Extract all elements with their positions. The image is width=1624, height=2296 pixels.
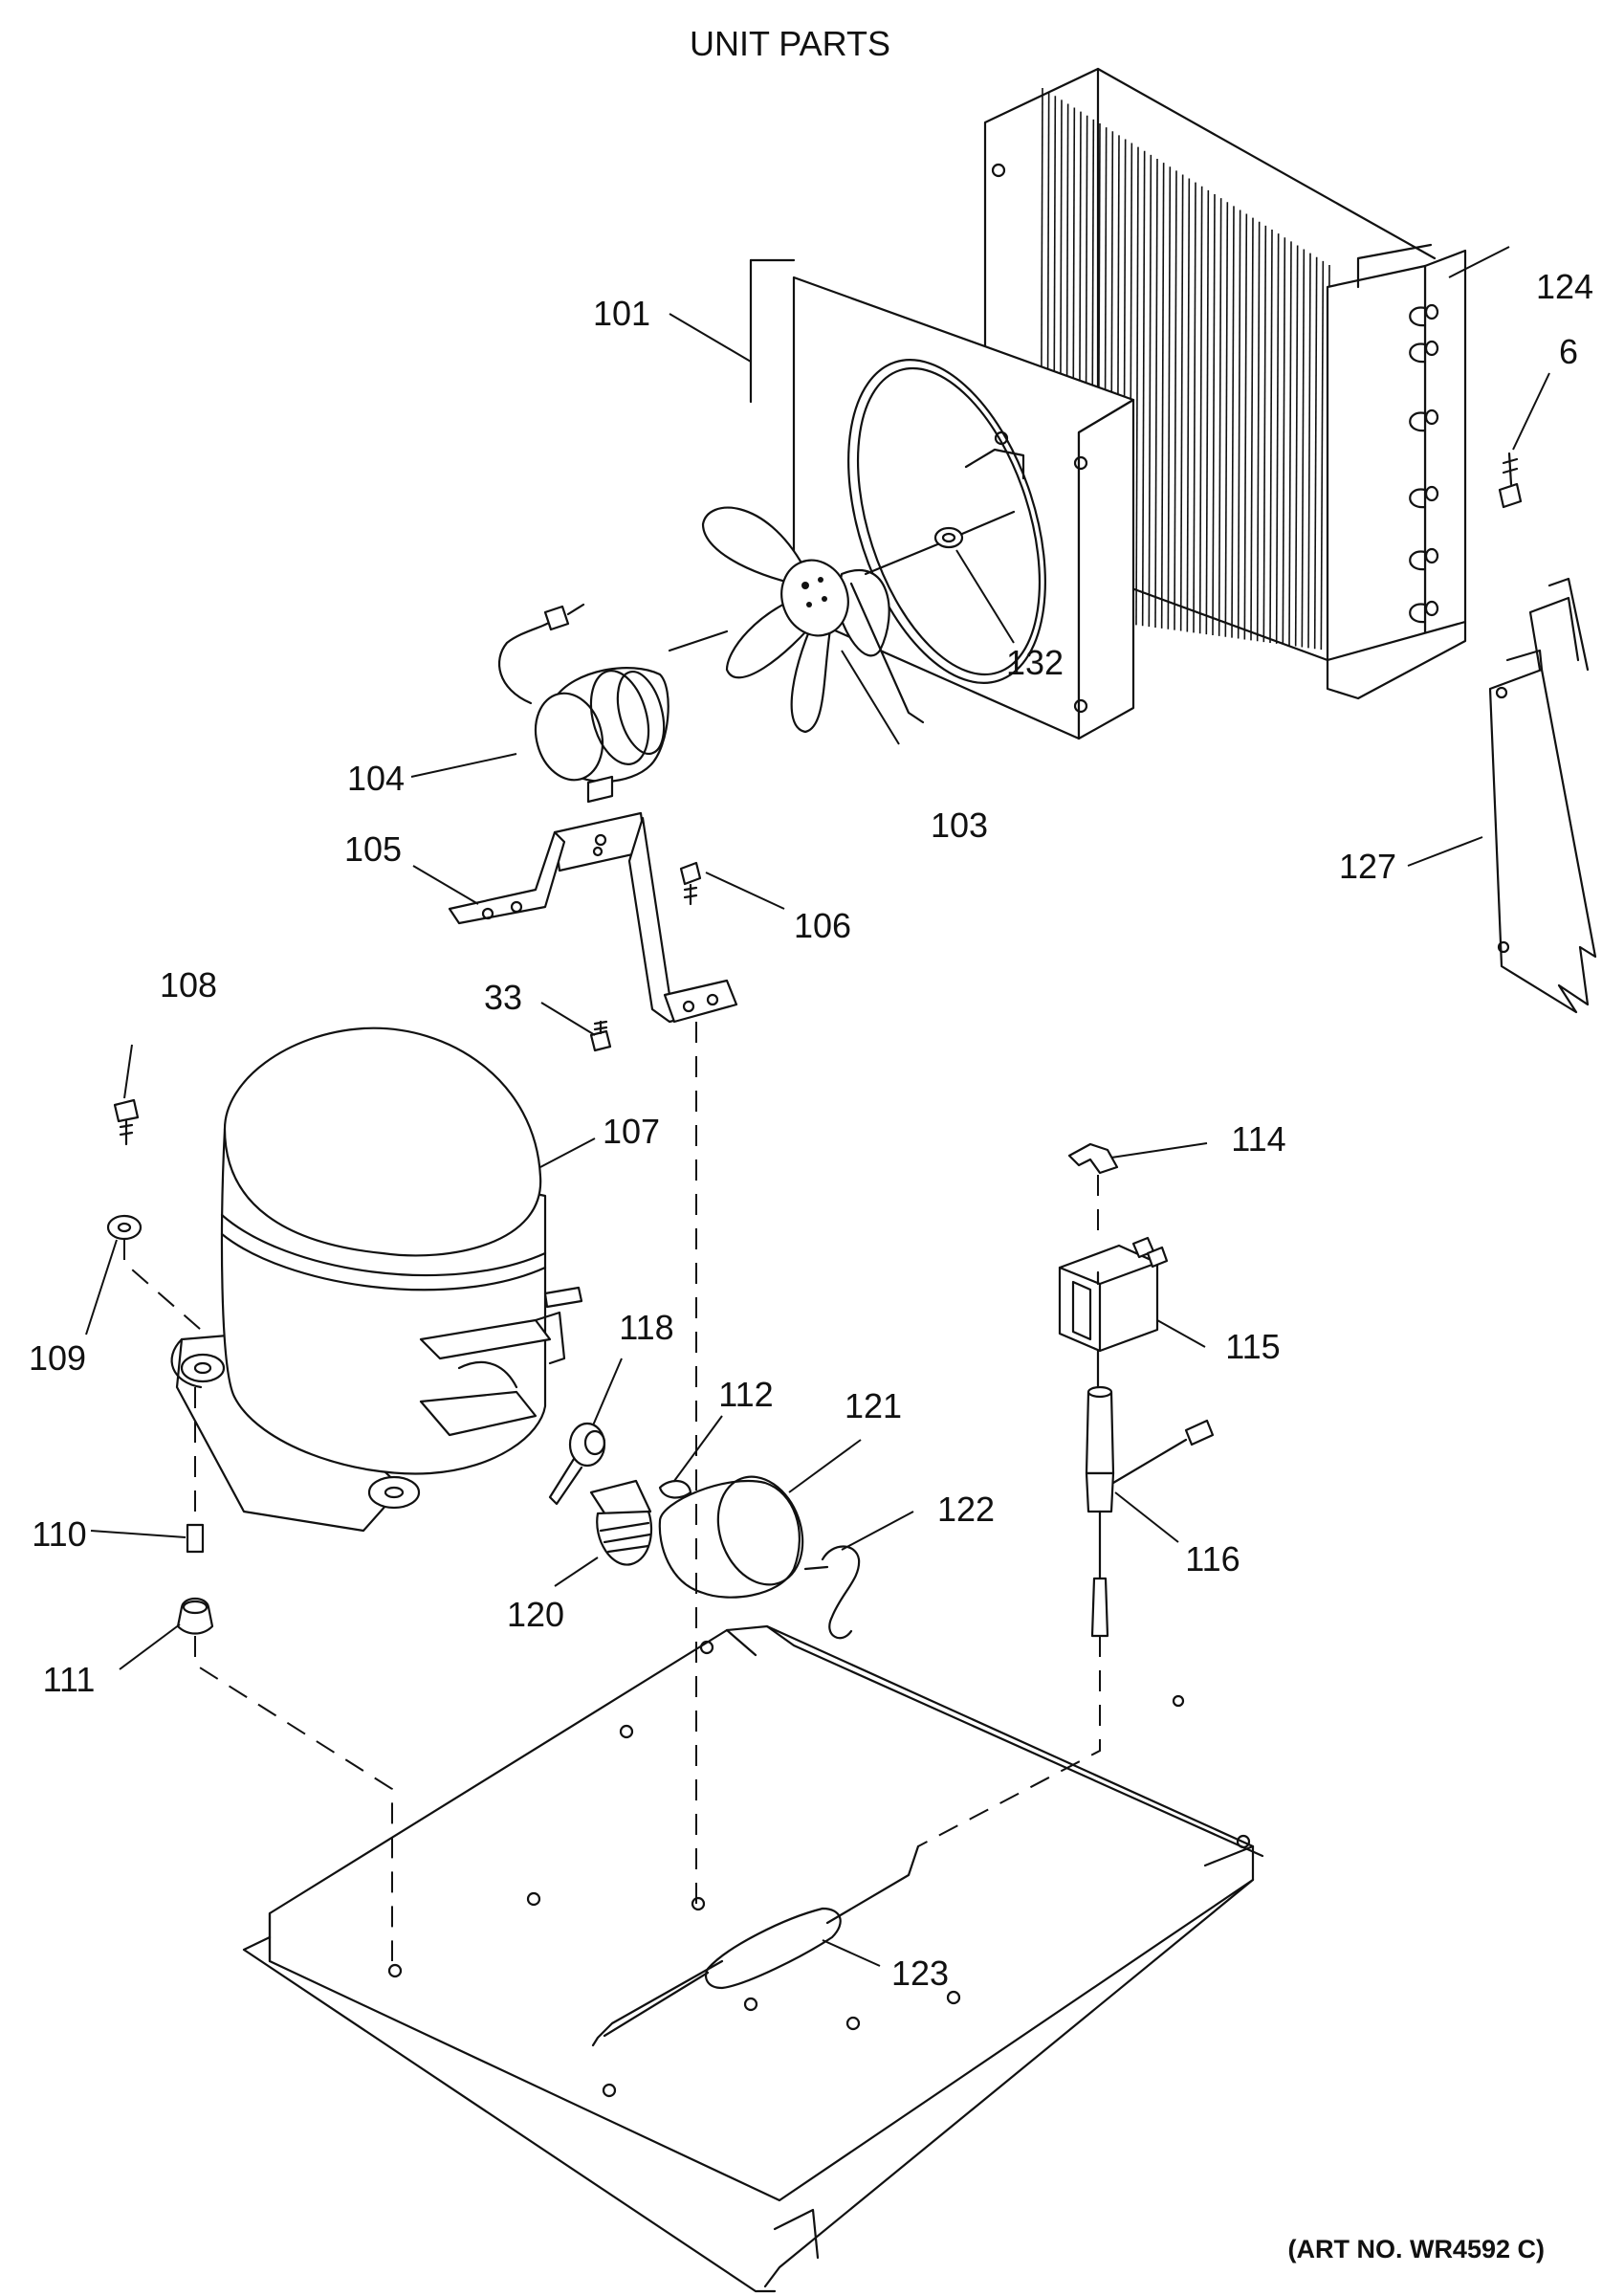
clip-part-112: [658, 1480, 692, 1499]
label-109: 109: [29, 1338, 86, 1378]
sleeve-part-110: [186, 1523, 205, 1554]
label-122: 122: [937, 1490, 995, 1529]
valve-coil-part-115: [1058, 1236, 1169, 1353]
label-103: 103: [931, 806, 988, 845]
label-108: 108: [160, 965, 217, 1004]
screw-part-108: [113, 1098, 140, 1146]
label-6: 6: [1559, 332, 1578, 371]
label-107: 107: [603, 1112, 660, 1151]
screw-part-6: [1498, 452, 1523, 509]
label-121: 121: [845, 1386, 902, 1425]
fan-blade-part-103: [701, 506, 949, 734]
screw-part-33: [589, 1020, 612, 1052]
strap-part-122: [803, 1545, 861, 1640]
motor-bracket-part-105: [448, 811, 738, 1024]
label-110: 110: [32, 1514, 86, 1554]
label-115: 115: [1225, 1327, 1280, 1366]
grommet-part-111: [176, 1597, 214, 1635]
fan-hub-part-132: [933, 510, 1016, 549]
label-111: 111: [43, 1660, 96, 1699]
capacitor-part-121: [658, 1475, 804, 1599]
label-104: 104: [347, 759, 405, 798]
bracket-part-127: [1488, 577, 1597, 1014]
label-120: 120: [507, 1595, 564, 1634]
screw-part-106: [679, 861, 702, 906]
label-132: 132: [1006, 643, 1064, 682]
relay-part-120: [589, 1479, 652, 1566]
label-124: 124: [1536, 267, 1593, 306]
drier-part-123: [591, 1844, 920, 2047]
label-112: 112: [718, 1375, 773, 1414]
label-105: 105: [344, 829, 402, 869]
label-114: 114: [1231, 1119, 1285, 1159]
valve-part-116: [1085, 1349, 1215, 1638]
label-123: 123: [891, 1954, 949, 1993]
label-118: 118: [619, 1308, 673, 1347]
label-33: 33: [484, 978, 522, 1017]
label-101: 101: [593, 294, 650, 333]
overload-part-118: [548, 1422, 606, 1506]
art-number: (ART NO. WR4592 C): [1287, 2235, 1545, 2263]
diagram-title: UNIT PARTS: [690, 24, 890, 63]
connection-lines: [123, 1022, 1101, 1961]
leader-lines: [85, 246, 1550, 1967]
label-116: 116: [1185, 1539, 1240, 1578]
label-106: 106: [794, 906, 851, 945]
label-127: 127: [1339, 847, 1396, 886]
clamp-part-114: [1067, 1142, 1119, 1175]
fan-motor-part-104: [498, 603, 729, 804]
base-pan: [242, 1624, 1264, 2293]
compressor-part-107: [170, 1027, 583, 1533]
washer-part-109: [106, 1214, 143, 1241]
part-labels: 101 124 6 132 104 103 105 106 127 108 33…: [29, 267, 1593, 1993]
